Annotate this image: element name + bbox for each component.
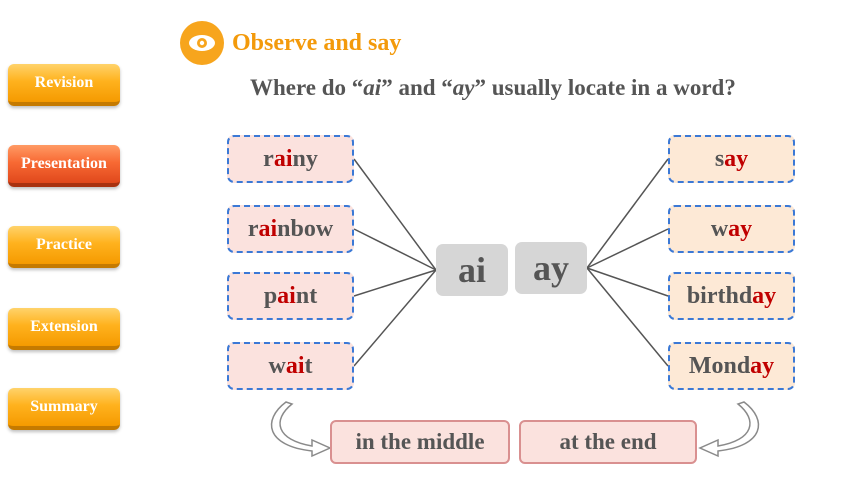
word-part: s <box>714 145 725 172</box>
word-highlight: ai <box>273 145 293 172</box>
word-highlight: ay <box>728 215 753 242</box>
section-heading: Observe and say <box>180 21 401 65</box>
position-end-box: at the end <box>519 420 697 464</box>
eye-icon <box>180 21 224 65</box>
heading-title: Observe and say <box>232 29 402 56</box>
question-part: ” usually locate in a word? <box>474 75 736 100</box>
word-part: nt <box>295 282 318 309</box>
question-part: ” and “ <box>381 75 453 100</box>
word-part: nbow <box>277 215 334 242</box>
word-part: Mond <box>688 352 751 379</box>
position-middle-box: in the middle <box>330 420 510 464</box>
word-part: p <box>263 282 278 309</box>
word-part: r <box>247 215 259 242</box>
word-highlight: ai <box>258 215 278 242</box>
question-part: Where do “ <box>250 75 364 100</box>
nav-extension-button[interactable]: Extension <box>8 308 120 350</box>
question-ay: ay <box>452 75 475 100</box>
question-ai: ai <box>363 75 382 100</box>
curved-arrow-right-icon <box>698 401 760 458</box>
word-part: birthd <box>686 282 753 309</box>
nav-summary-button[interactable]: Summary <box>8 388 120 430</box>
nav-presentation-button[interactable]: Presentation <box>8 145 120 187</box>
word-part: t <box>304 352 313 379</box>
word-part: ny <box>292 145 318 172</box>
word-highlight: ay <box>750 352 775 379</box>
word-highlight: ay <box>752 282 777 309</box>
word-part: w <box>268 352 286 379</box>
nav-practice-button[interactable]: Practice <box>8 226 120 268</box>
question-text: Where do “ai” and “ay” usually locate in… <box>250 75 736 101</box>
word-part: w <box>710 215 729 242</box>
word-part: r <box>263 145 274 172</box>
curved-arrow-left-icon <box>270 401 332 458</box>
ai-center-box: ai <box>436 244 508 296</box>
nav-revision-button[interactable]: Revision <box>8 64 120 106</box>
word-highlight: ai <box>285 352 305 379</box>
word-highlight: ay <box>724 145 749 172</box>
ay-center-box: ay <box>515 242 587 294</box>
word-highlight: ai <box>277 282 296 309</box>
